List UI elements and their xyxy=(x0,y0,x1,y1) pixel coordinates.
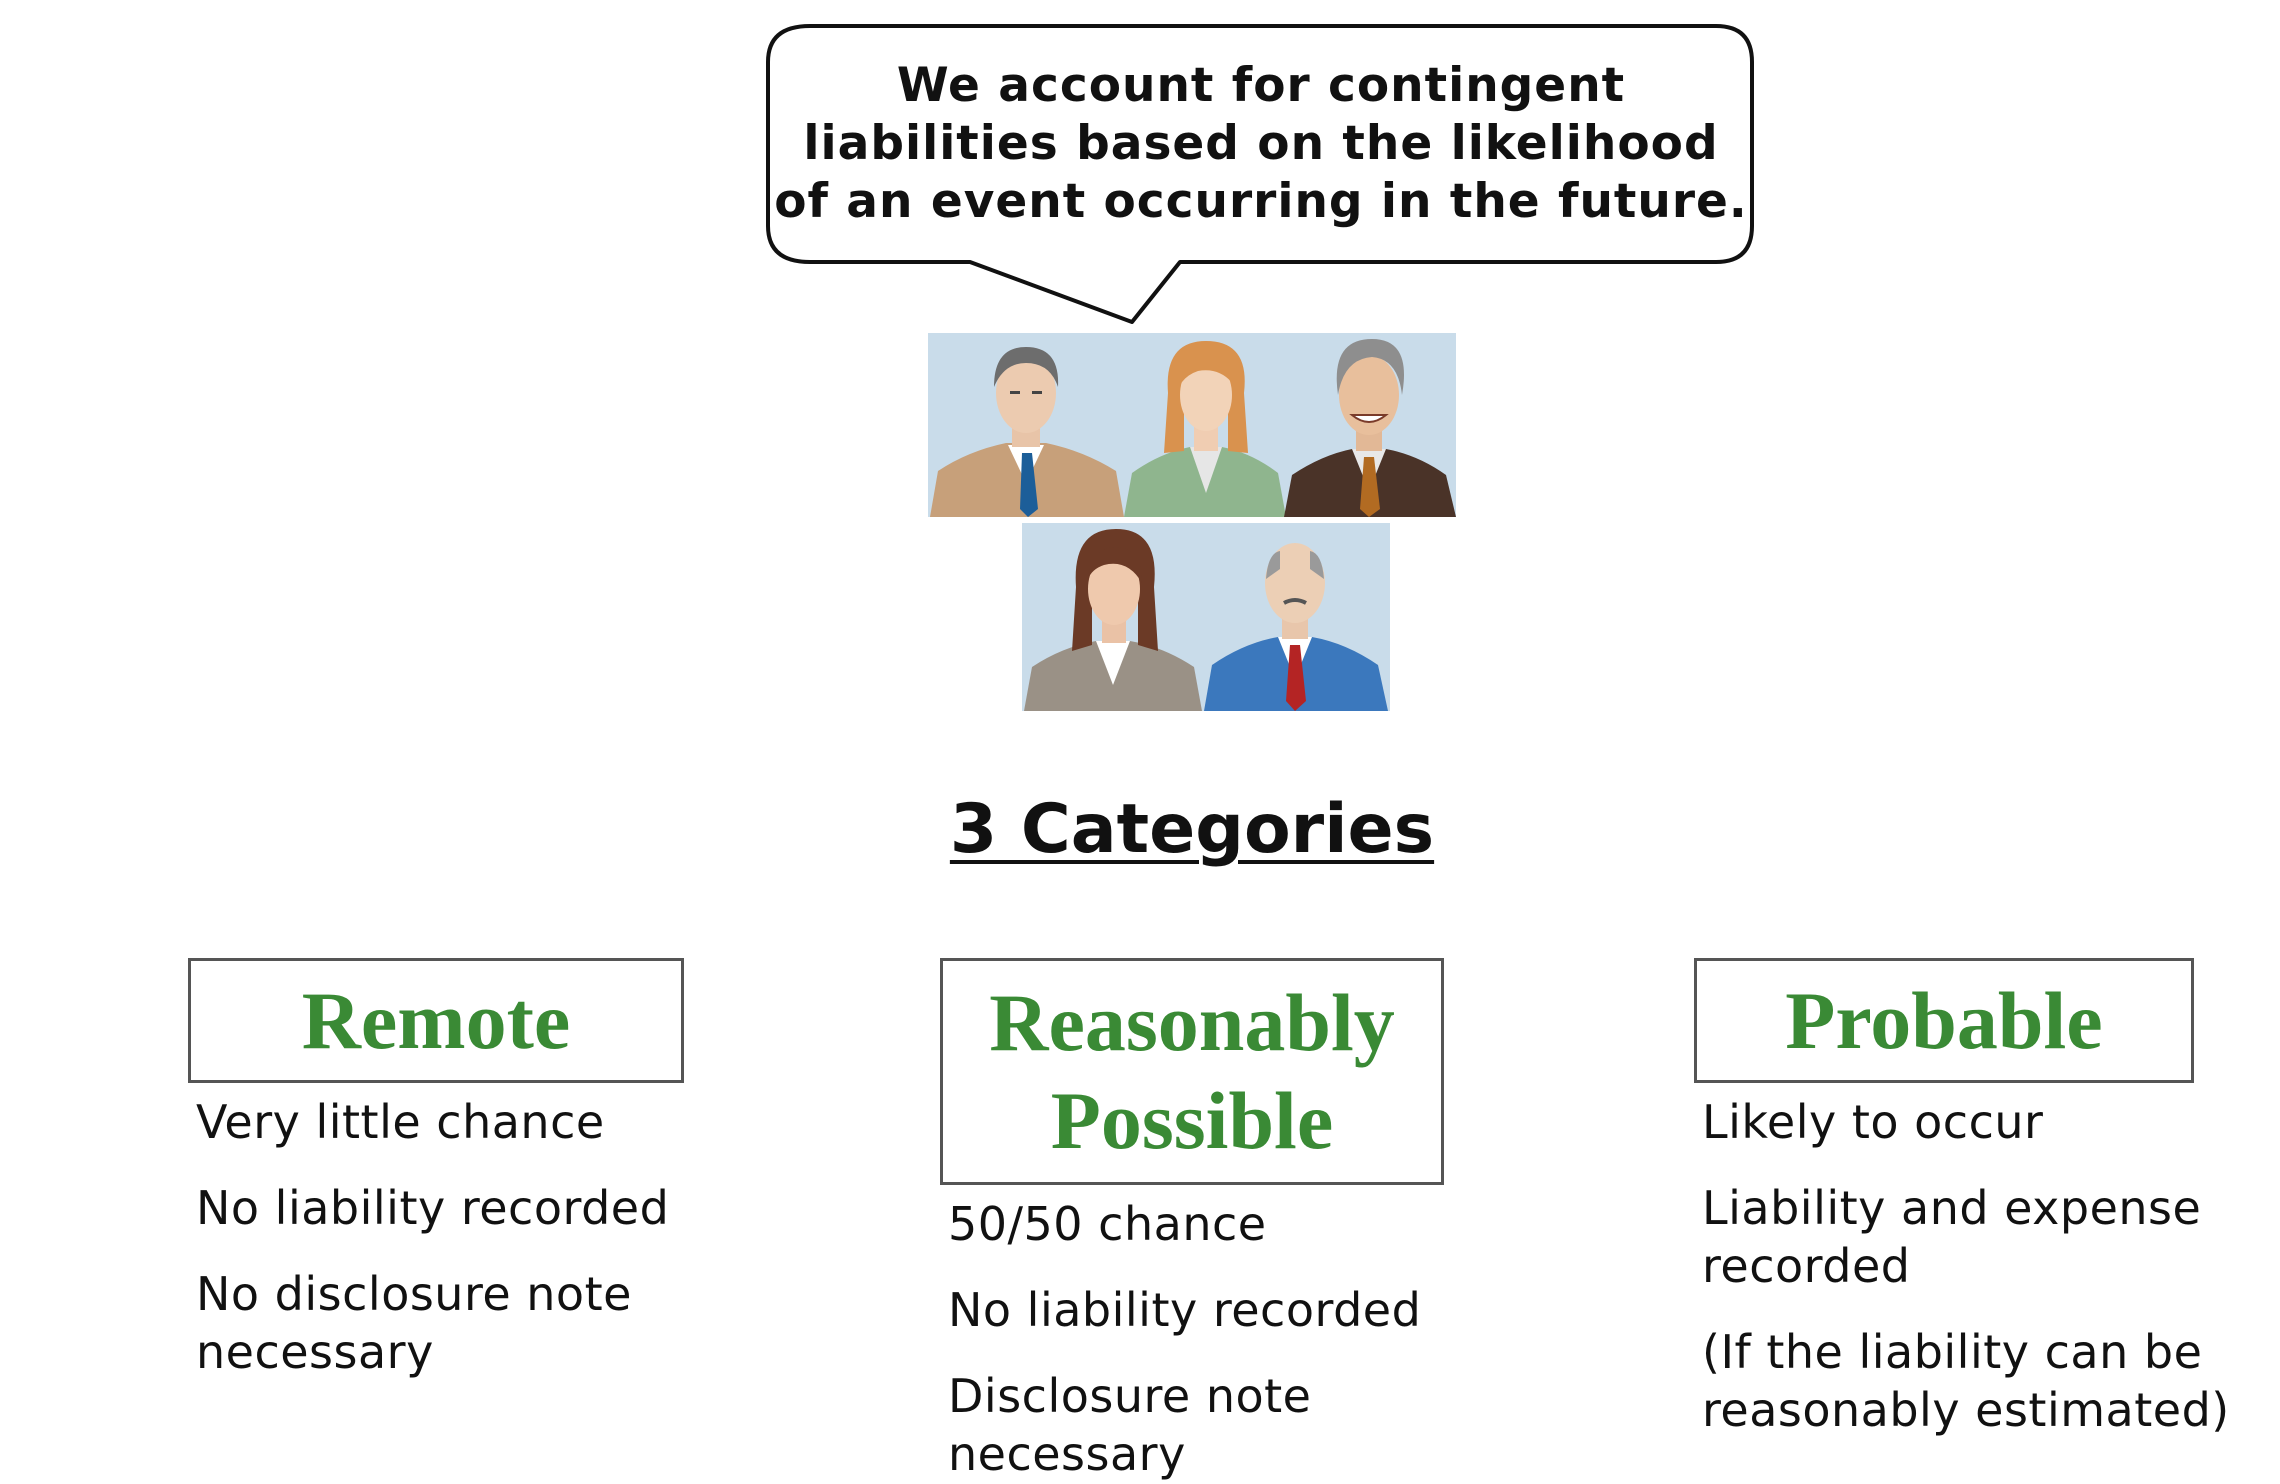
list-item: (If the liability can be reasonably esti… xyxy=(1702,1325,2230,1437)
category-items: 50/50 chance No liability recorded Discl… xyxy=(940,1195,1480,1483)
businessman-icon xyxy=(1204,543,1388,711)
list-item: No liability recorded xyxy=(948,1283,1422,1337)
people-panel-top xyxy=(928,333,1456,517)
list-item: No disclosure note necessary xyxy=(196,1267,632,1379)
businessman-icon xyxy=(1284,339,1456,517)
list-item: Very little chance xyxy=(196,1095,605,1149)
list-item: Likely to occur xyxy=(1702,1095,2044,1149)
category-title: Remote xyxy=(301,974,571,1066)
businessman-icon xyxy=(930,347,1124,517)
list-item: No liability recorded xyxy=(196,1181,670,1235)
category-items: Likely to occur Liability and expense re… xyxy=(1694,1093,2254,1439)
category-remote: Remote Very little chance No liability r… xyxy=(188,958,718,1381)
category-items: Very little chance No liability recorded… xyxy=(188,1093,718,1381)
category-title-box: Reasonably Possible xyxy=(940,958,1444,1185)
speech-bubble-text: We account for contingent liabilities ba… xyxy=(774,58,1748,229)
people-illustration xyxy=(928,333,1456,711)
section-heading: 3 Categories xyxy=(949,790,1435,869)
people-panel-bottom xyxy=(1022,523,1390,711)
category-probable: Probable Likely to occur Liability and e… xyxy=(1694,958,2254,1439)
list-item: Disclosure note necessary xyxy=(948,1369,1312,1481)
category-title: Reasonably Possible xyxy=(989,976,1395,1166)
category-title-box: Probable xyxy=(1694,958,2194,1083)
list-item: Liability and expense recorded xyxy=(1702,1181,2202,1293)
speech-bubble xyxy=(766,24,1754,324)
category-title-box: Remote xyxy=(188,958,684,1083)
category-reasonably-possible: Reasonably Possible 50/50 chance No liab… xyxy=(940,958,1480,1483)
list-item: 50/50 chance xyxy=(948,1197,1267,1251)
category-title: Probable xyxy=(1785,974,2103,1066)
businesswoman-icon xyxy=(1024,529,1202,711)
businesswoman-icon xyxy=(1124,341,1286,517)
